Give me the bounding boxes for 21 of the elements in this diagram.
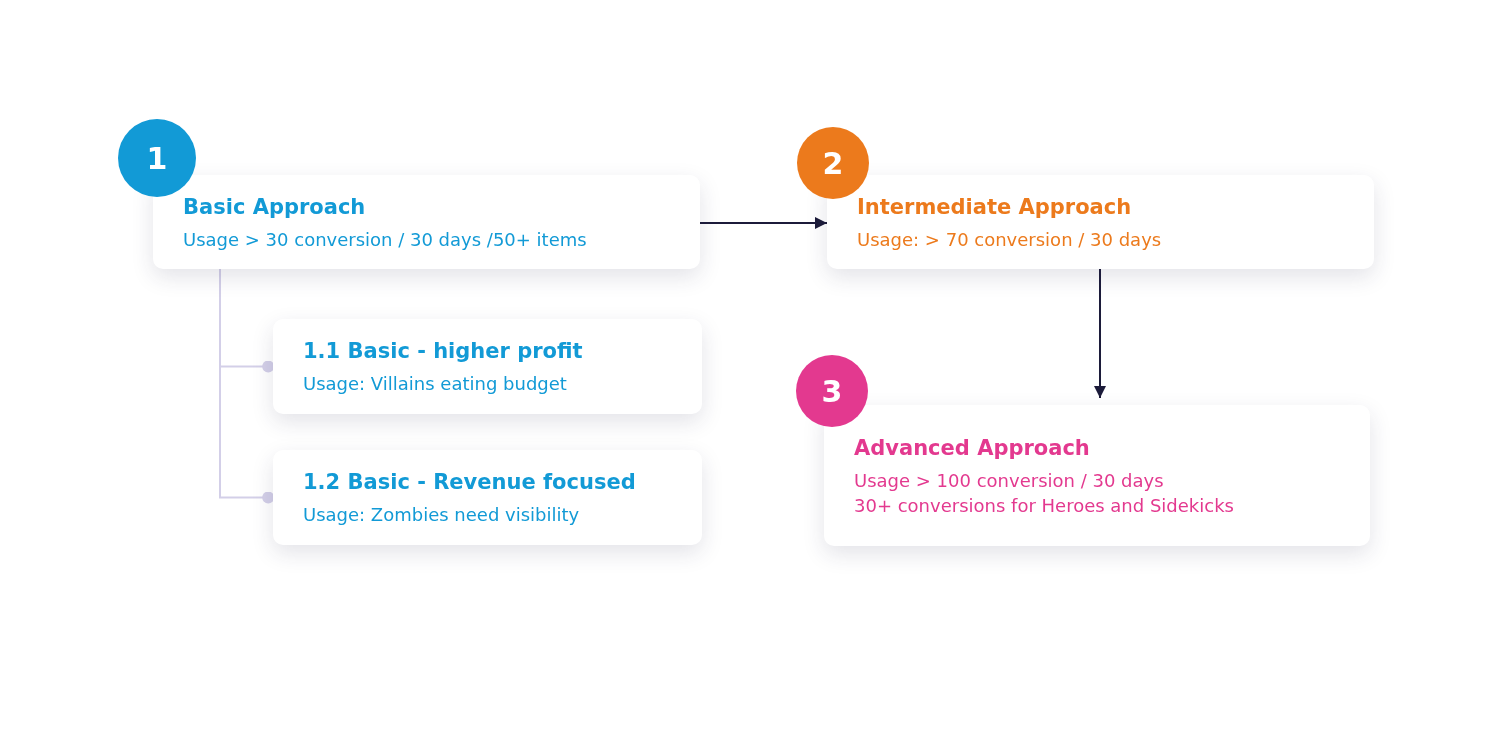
- approach-card: [273, 450, 702, 545]
- card-heading: 1.1 Basic - higher profit: [303, 339, 584, 363]
- card-text: Usage: Zombies need visibility: [303, 504, 581, 525]
- arrow: [1094, 268, 1106, 399]
- approach-card: [824, 405, 1370, 546]
- approach-card: [153, 175, 700, 269]
- card-text: 30+ conversions for Heroes and Sidekicks: [854, 494, 1235, 516]
- step-number-circle: 2: [797, 127, 869, 199]
- card-heading: 1.2 Basic - Revenue focused: [303, 470, 637, 494]
- step-number-circle: 1: [118, 119, 196, 197]
- step-number-circle: 3: [796, 355, 868, 427]
- card-text: Usage > 30 conversion / 30 days /50+ items: [183, 228, 588, 250]
- card-text: Usage: Villains eating budget: [303, 373, 568, 394]
- arrow: [699, 217, 828, 229]
- card-heading: Basic Approach: [183, 194, 367, 219]
- card-text: Usage: > 70 conversion / 30 days: [857, 228, 1163, 250]
- tree-connector: [219, 268, 275, 504]
- approach-card: [827, 175, 1374, 269]
- card-text: Usage > 100 conversion / 30 days: [854, 469, 1165, 491]
- card-heading: Advanced Approach: [854, 435, 1091, 460]
- approach-card: [273, 319, 702, 414]
